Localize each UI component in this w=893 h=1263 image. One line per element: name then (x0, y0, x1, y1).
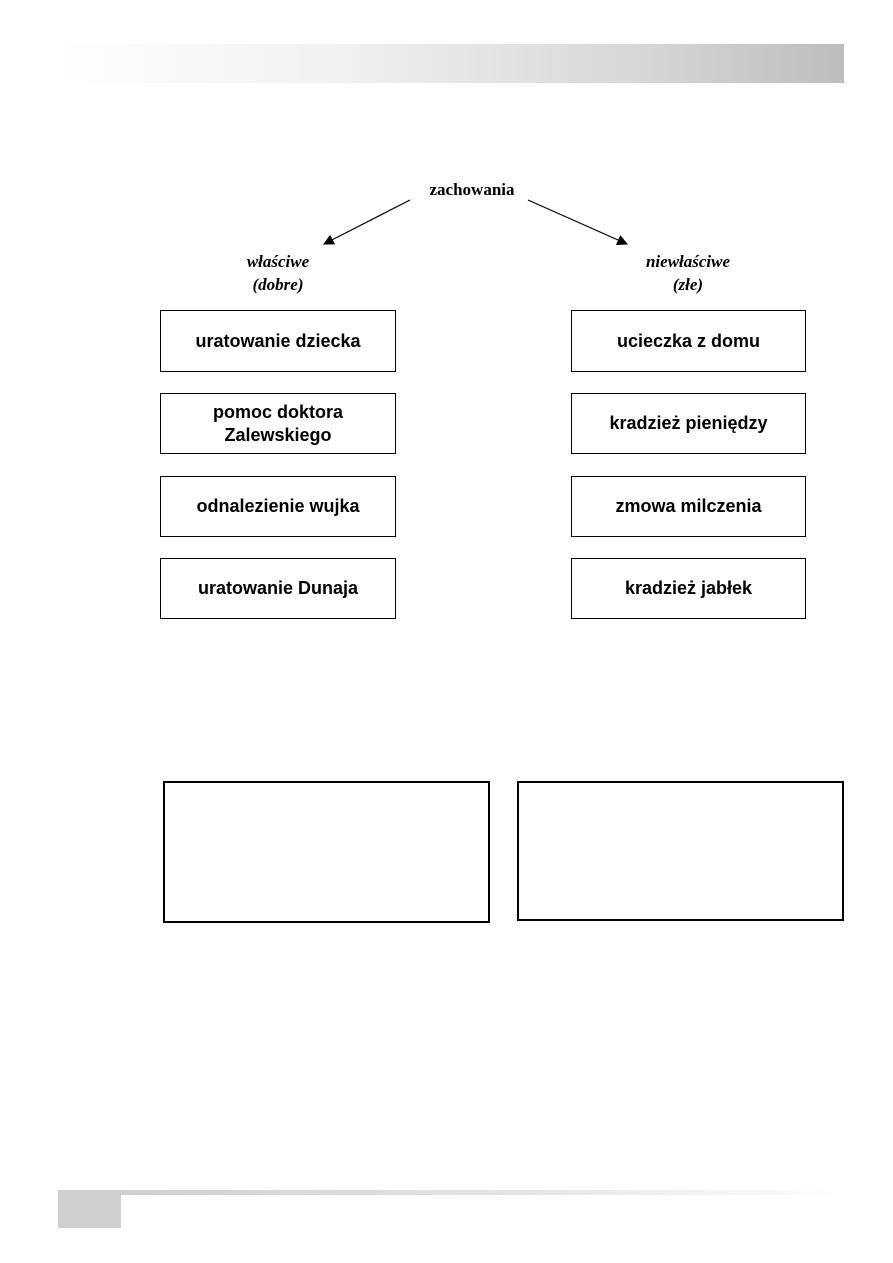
good-behavior-card: odnalezienie wujka (160, 476, 396, 537)
diagram-root-label: zachowania (429, 180, 515, 199)
branch-label-bad: niewłaściwe (złe) (598, 250, 778, 296)
good-behavior-card: uratowanie dziecka (160, 310, 396, 372)
page-header-bar (58, 44, 844, 83)
answer-box-left[interactable] (163, 781, 490, 923)
bad-behavior-card: kradzież pieniędzy (571, 393, 806, 454)
good-behavior-card: uratowanie Dunaja (160, 558, 396, 619)
branch-label-bad-line1: niewłaściwe (645, 252, 731, 271)
good-behavior-card: pomoc doktora Zalewskiego (160, 393, 396, 454)
bad-behavior-card: zmowa milczenia (571, 476, 806, 537)
bad-behavior-card: kradzież jabłek (571, 558, 806, 619)
page-footer-bar (121, 1190, 844, 1195)
branch-label-good-line1: właściwe (246, 252, 310, 271)
branch-label-bad-line2: (złe) (672, 275, 704, 294)
diagram-arrows (323, 199, 628, 245)
bad-behavior-card: ucieczka z domu (571, 310, 806, 372)
branch-label-good: właściwe (dobre) (188, 250, 368, 296)
answer-box-right[interactable] (517, 781, 844, 921)
page-footer-tab (58, 1190, 121, 1228)
branch-label-good-line2: (dobre) (252, 275, 304, 294)
arrow-to-right-branch (527, 199, 628, 245)
arrow-to-left-branch (323, 199, 411, 245)
